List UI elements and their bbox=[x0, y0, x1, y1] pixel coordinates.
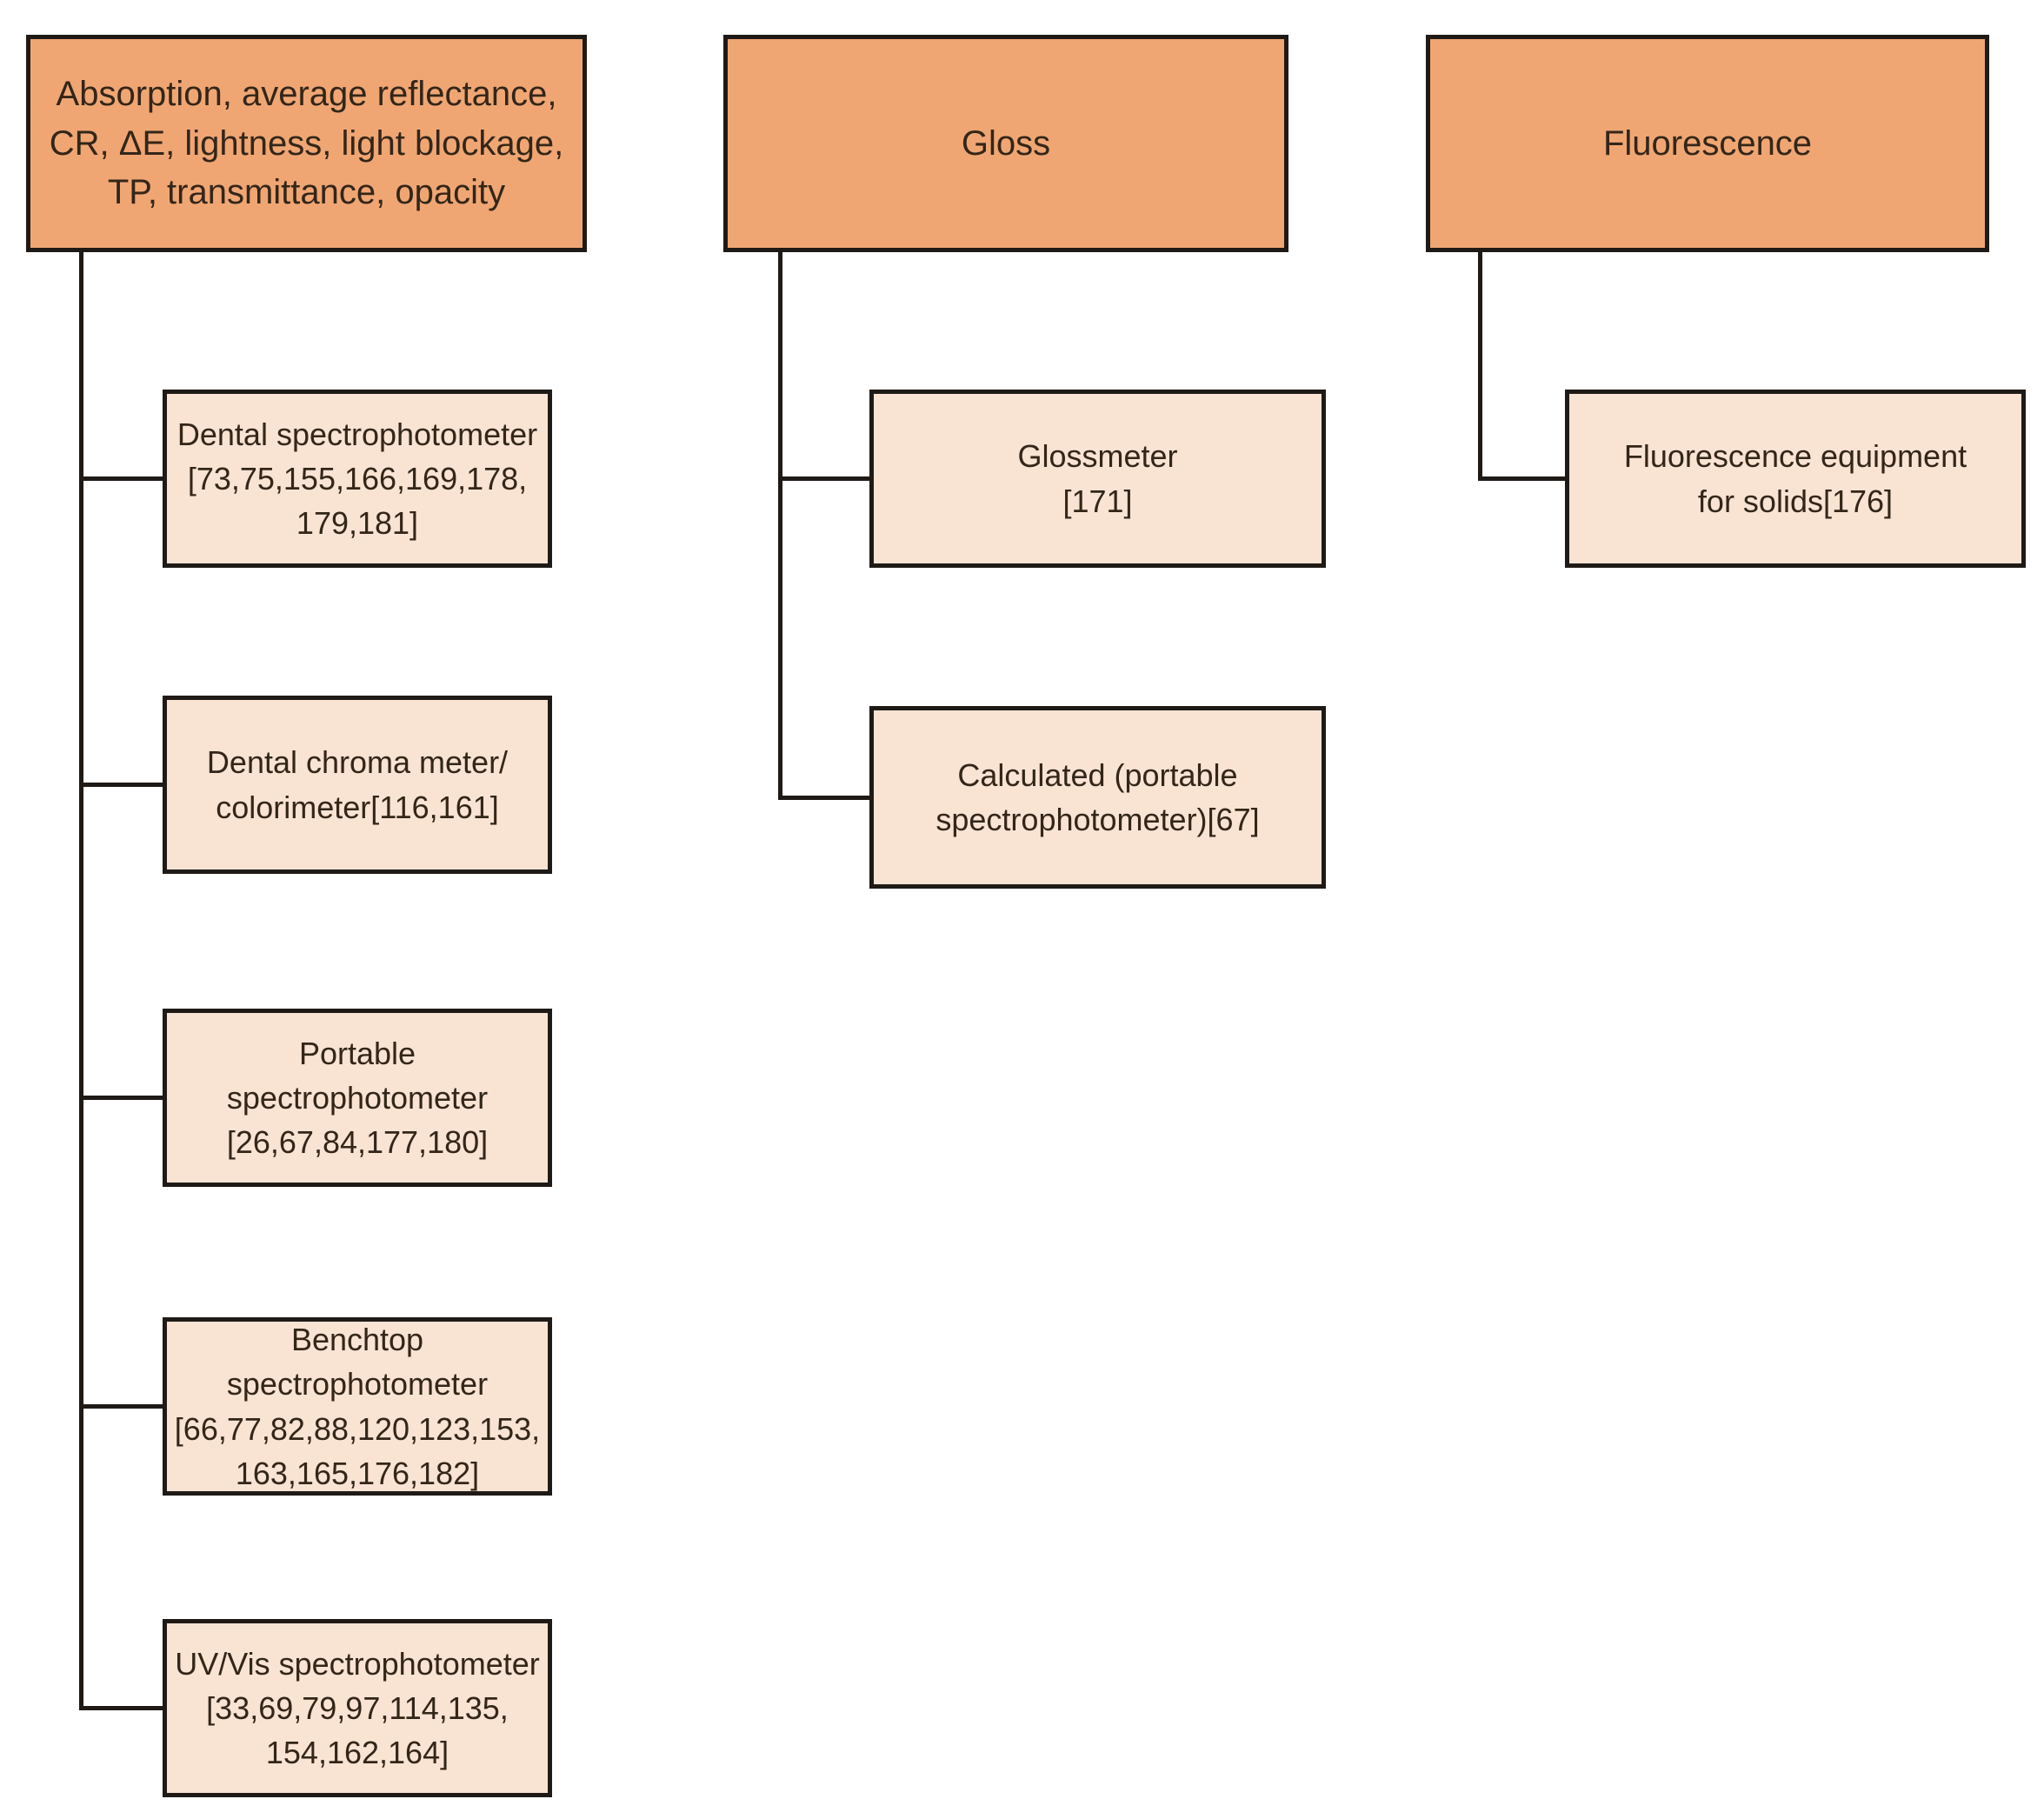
child-box-dental-spectrophotometer: Dental spectrophotometer [73,75,155,166,… bbox=[163, 390, 552, 568]
connector-vertical-column3 bbox=[1478, 250, 1482, 481]
connector-stub-glossmeter bbox=[778, 476, 869, 481]
child-box-dental-chroma-meter-colorimeter: Dental chroma meter/ colorimeter[116,161… bbox=[163, 696, 552, 874]
connector-stub-dental-chroma-meter bbox=[79, 783, 163, 787]
header-box-gloss: Gloss bbox=[723, 35, 1288, 252]
header-box-fluorescence: Fluorescence bbox=[1426, 35, 1989, 252]
child-box-portable-spectrophotometer: Portable spectrophotometer [26,67,84,177… bbox=[163, 1009, 552, 1187]
child-box-uv-vis-spectrophotometer: UV/Vis spectrophotometer [33,69,79,97,11… bbox=[163, 1619, 552, 1797]
child-box-benchtop-spectrophotometer: Benchtop spectrophotometer [66,77,82,88,… bbox=[163, 1317, 552, 1496]
connector-vertical-column2 bbox=[778, 250, 782, 800]
child-box-glossmeter: Glossmeter [171] bbox=[869, 390, 1326, 568]
connector-stub-portable-spectrophotometer bbox=[79, 1096, 163, 1100]
child-box-calculated-portable-spectrophotometer: Calculated (portable spectrophotometer)[… bbox=[869, 706, 1326, 889]
connector-stub-calculated-portable bbox=[778, 796, 869, 800]
header-box-absorption-properties: Absorption, average reflectance, CR, ΔE,… bbox=[26, 35, 587, 252]
connector-stub-uv-vis-spectrophotometer bbox=[79, 1706, 163, 1710]
child-box-fluorescence-equipment-for-solids: Fluorescence equipment for solids[176] bbox=[1565, 390, 2026, 568]
connector-stub-benchtop-spectrophotometer bbox=[79, 1404, 163, 1409]
connector-stub-fluorescence-equipment bbox=[1478, 476, 1565, 481]
connector-vertical-column1 bbox=[79, 250, 83, 1710]
connector-stub-dental-spectrophotometer bbox=[79, 476, 163, 481]
